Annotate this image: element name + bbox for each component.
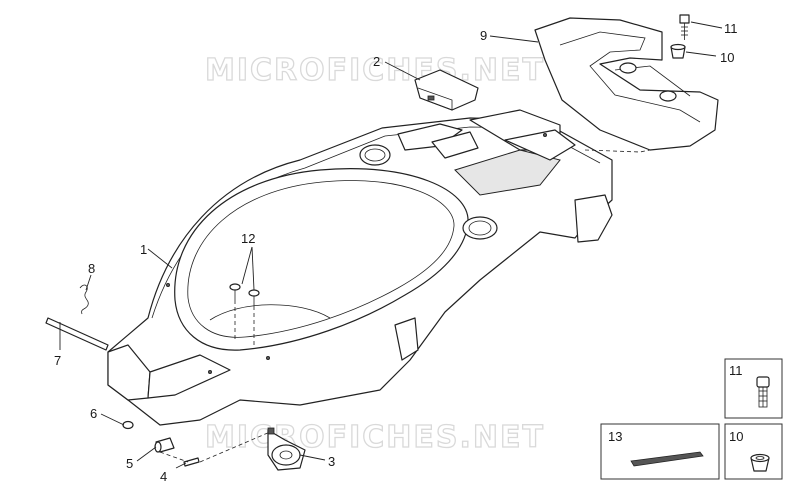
callout-12: 12 bbox=[241, 231, 255, 246]
callout-1: 1 bbox=[140, 242, 147, 257]
lower-hardware-part bbox=[122, 420, 200, 467]
watermark-bottom: MICROFICHES.NET bbox=[205, 420, 545, 455]
callout-4: 4 bbox=[160, 469, 167, 484]
inset-strip: 13 bbox=[600, 423, 720, 480]
helmet-compartment-part bbox=[107, 109, 613, 426]
callout-10: 10 bbox=[720, 50, 734, 65]
inset-strip-label: 13 bbox=[608, 429, 622, 444]
callout-11: 11 bbox=[724, 21, 738, 36]
bowl-screws-part bbox=[229, 283, 260, 345]
inset-bushing: 10 bbox=[724, 423, 783, 480]
inset-screw: 11 bbox=[724, 358, 783, 419]
leader-lines bbox=[59, 21, 723, 469]
callout-5: 5 bbox=[126, 456, 133, 471]
watermark-top: MICROFICHES.NET bbox=[205, 53, 545, 88]
inset-screw-label: 11 bbox=[729, 363, 743, 378]
rod-and-spring-part bbox=[45, 284, 109, 351]
callout-6: 6 bbox=[90, 406, 97, 421]
callout-2: 2 bbox=[373, 54, 380, 69]
carrier-screw-hardware bbox=[670, 14, 690, 59]
callout-9: 9 bbox=[480, 28, 487, 43]
inset-bushing-label: 10 bbox=[729, 429, 743, 444]
cover-plate-part bbox=[414, 69, 479, 111]
callout-7: 7 bbox=[54, 353, 61, 368]
carrier-handle-part bbox=[534, 17, 719, 151]
callout-8: 8 bbox=[88, 261, 95, 276]
callout-3: 3 bbox=[328, 454, 335, 469]
